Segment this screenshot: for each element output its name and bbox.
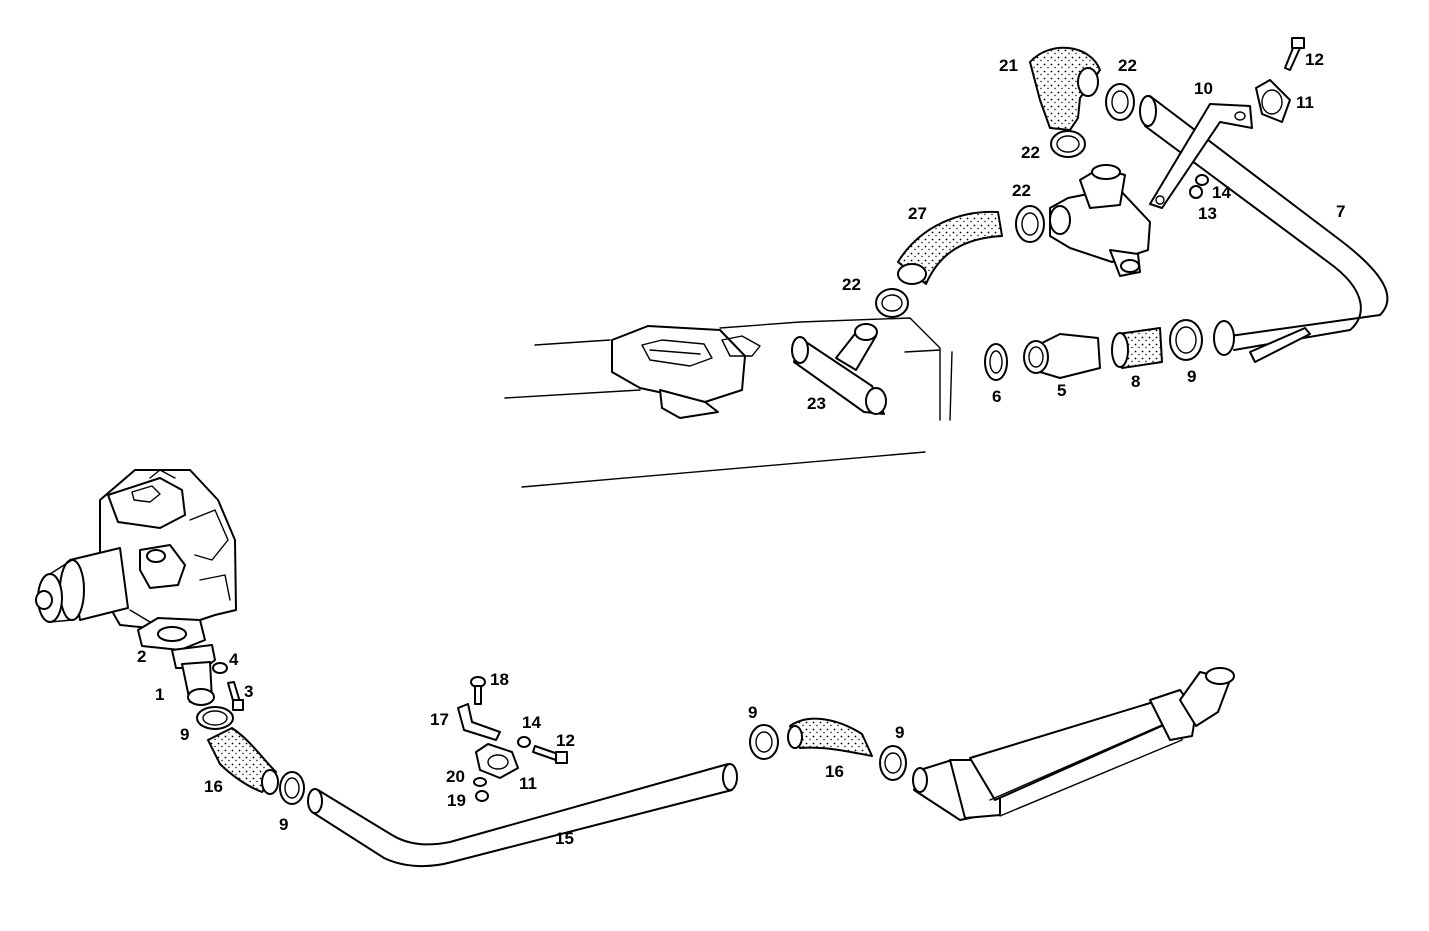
label-14-b: 14 <box>1212 183 1231 202</box>
part-1-outlet-flange <box>171 644 216 706</box>
label-9-b: 9 <box>279 815 288 834</box>
label-16-a: 16 <box>204 777 223 796</box>
heat-exchanger-pipe <box>912 667 1235 821</box>
label-20: 20 <box>446 767 465 786</box>
label-9-a: 9 <box>180 725 189 744</box>
part-13-nut-upper <box>1189 185 1203 199</box>
part-9-hose-clamp-pump <box>196 706 234 730</box>
part-12-bolt <box>532 745 568 764</box>
part-10-bracket <box>1149 103 1253 209</box>
part-22-hose-clamp-upper <box>1105 83 1135 121</box>
label-19: 19 <box>447 791 466 810</box>
label-27: 27 <box>908 204 927 223</box>
label-11-b: 11 <box>1296 93 1314 112</box>
label-22-b: 22 <box>1012 181 1031 200</box>
label-13: 13 <box>1198 204 1217 223</box>
label-5: 5 <box>1057 381 1066 400</box>
label-2: 2 <box>137 647 146 666</box>
label-6: 6 <box>992 387 1001 406</box>
label-9-d: 9 <box>895 723 904 742</box>
label-23: 23 <box>807 394 826 413</box>
engine-block-outline <box>504 317 953 488</box>
thermostat-housing <box>1049 164 1151 277</box>
part-5-adapter <box>1023 333 1101 379</box>
part-3-bolt <box>227 681 244 711</box>
part-17-bracket <box>457 703 501 741</box>
part-9-hose-clamp-mid-right <box>879 745 907 781</box>
label-15: 15 <box>555 829 574 848</box>
label-12-b: 12 <box>1305 50 1324 69</box>
label-1: 1 <box>155 685 164 704</box>
part-7-bent-pipe <box>1139 95 1389 363</box>
part-22-hose-clamp-lower <box>875 288 909 318</box>
label-11-a: 11 <box>519 774 537 793</box>
part-21-elbow-hose <box>1029 46 1101 131</box>
label-14-a: 14 <box>522 713 541 732</box>
part-4-washer <box>212 662 228 674</box>
part-19-nut <box>475 790 489 802</box>
label-3: 3 <box>244 682 253 701</box>
label-16-b: 16 <box>825 762 844 781</box>
part-8-hose-sleeve <box>1111 327 1163 369</box>
part-9-hose-clamp-left <box>279 771 305 805</box>
label-4: 4 <box>229 650 239 669</box>
label-10: 10 <box>1194 79 1213 98</box>
label-22-c: 22 <box>1118 56 1137 75</box>
part-11-clamp <box>475 743 519 779</box>
callout-labels: 1 2 3 4 9 16 9 15 18 17 14 12 20 11 19 9… <box>137 50 1345 848</box>
part-11-clamp-upper <box>1255 79 1291 123</box>
water-pump <box>35 469 237 631</box>
part-18-bolt <box>470 676 486 705</box>
label-21: 21 <box>999 56 1018 75</box>
part-16-hose-middle <box>787 717 873 757</box>
part-9-hose-clamp-mid-left <box>749 724 779 760</box>
part-2-gasket <box>137 617 206 651</box>
label-22-a: 22 <box>842 275 861 294</box>
label-17: 17 <box>430 710 449 729</box>
label-12-a: 12 <box>556 731 575 750</box>
part-14-washer <box>517 736 531 748</box>
part-6-seal-ring <box>984 343 1008 381</box>
label-9-e: 9 <box>1187 367 1196 386</box>
label-7: 7 <box>1336 202 1345 221</box>
part-9-hose-clamp-upper <box>1169 319 1203 361</box>
label-9-c: 9 <box>748 703 757 722</box>
part-20-washer <box>473 777 487 787</box>
label-8: 8 <box>1131 372 1140 391</box>
part-12-bolt-upper <box>1284 37 1305 71</box>
part-22-hose-clamp-upper-left <box>1050 130 1086 158</box>
label-18: 18 <box>490 670 509 689</box>
label-22-d: 22 <box>1021 143 1040 162</box>
part-16-hose-lower-left <box>207 727 279 795</box>
part-15-lower-pipe <box>307 763 738 868</box>
part-27-hose <box>897 210 1003 285</box>
part-22-hose-clamp-thermostat <box>1015 205 1045 243</box>
part-23-t-pipe <box>791 323 887 415</box>
part-14-washer-upper <box>1195 174 1209 186</box>
